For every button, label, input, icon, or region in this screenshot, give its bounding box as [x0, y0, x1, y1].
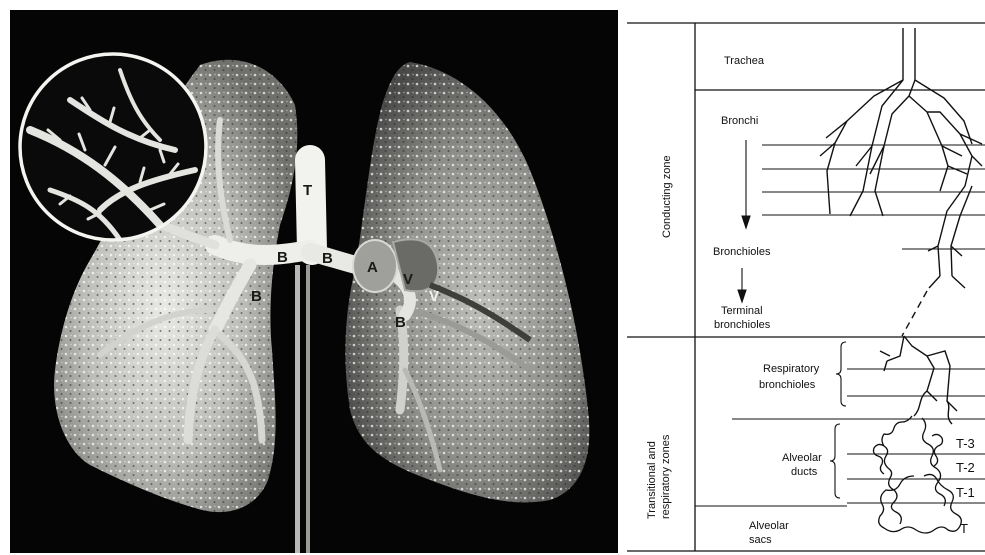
- label-alveolar-ducts-line1: Alveolar: [782, 452, 822, 464]
- label-bronchus: B: [251, 288, 262, 305]
- label-bronchi: Bronchi: [721, 115, 758, 127]
- label-terminal-bronchioles-line2: bronchioles: [714, 319, 771, 331]
- label-conducting-zone: Conducting zone: [661, 155, 673, 238]
- label-generation-t2: T-2: [956, 460, 975, 475]
- label-bronchus: B: [395, 314, 406, 331]
- label-artery: A: [367, 259, 378, 276]
- label-bronchus: B: [322, 250, 333, 267]
- label-generation-t: T: [960, 521, 968, 536]
- lung-cast-photo: T B B B B A V V: [10, 10, 618, 553]
- airway-zones-diagram: Conducting zone Transitional and respira…: [622, 6, 985, 555]
- label-trachea: T: [303, 182, 312, 199]
- label-vein: V: [403, 271, 413, 288]
- label-respiratory-bronchioles-line1: Respiratory: [763, 363, 820, 375]
- label-alveolar-ducts-line2: ducts: [791, 466, 818, 478]
- label-trachea: Trachea: [724, 55, 765, 67]
- label-vein: V: [429, 288, 439, 305]
- label-alveolar-sacs-line2: sacs: [749, 534, 772, 546]
- magnified-inset: [20, 54, 206, 240]
- label-transitional-zone-line2: respiratory zones: [660, 434, 672, 519]
- label-generation-t3: T-3: [956, 436, 975, 451]
- label-terminal-bronchioles-line1: Terminal: [721, 305, 763, 317]
- label-bronchioles: Bronchioles: [713, 246, 771, 258]
- label-bronchus: B: [277, 249, 288, 266]
- label-respiratory-bronchioles-line2: bronchioles: [759, 379, 816, 391]
- label-transitional-zone-line1: Transitional and: [646, 441, 658, 519]
- label-generation-t1: T-1: [956, 485, 975, 500]
- label-alveolar-sacs-line1: Alveolar: [749, 520, 789, 532]
